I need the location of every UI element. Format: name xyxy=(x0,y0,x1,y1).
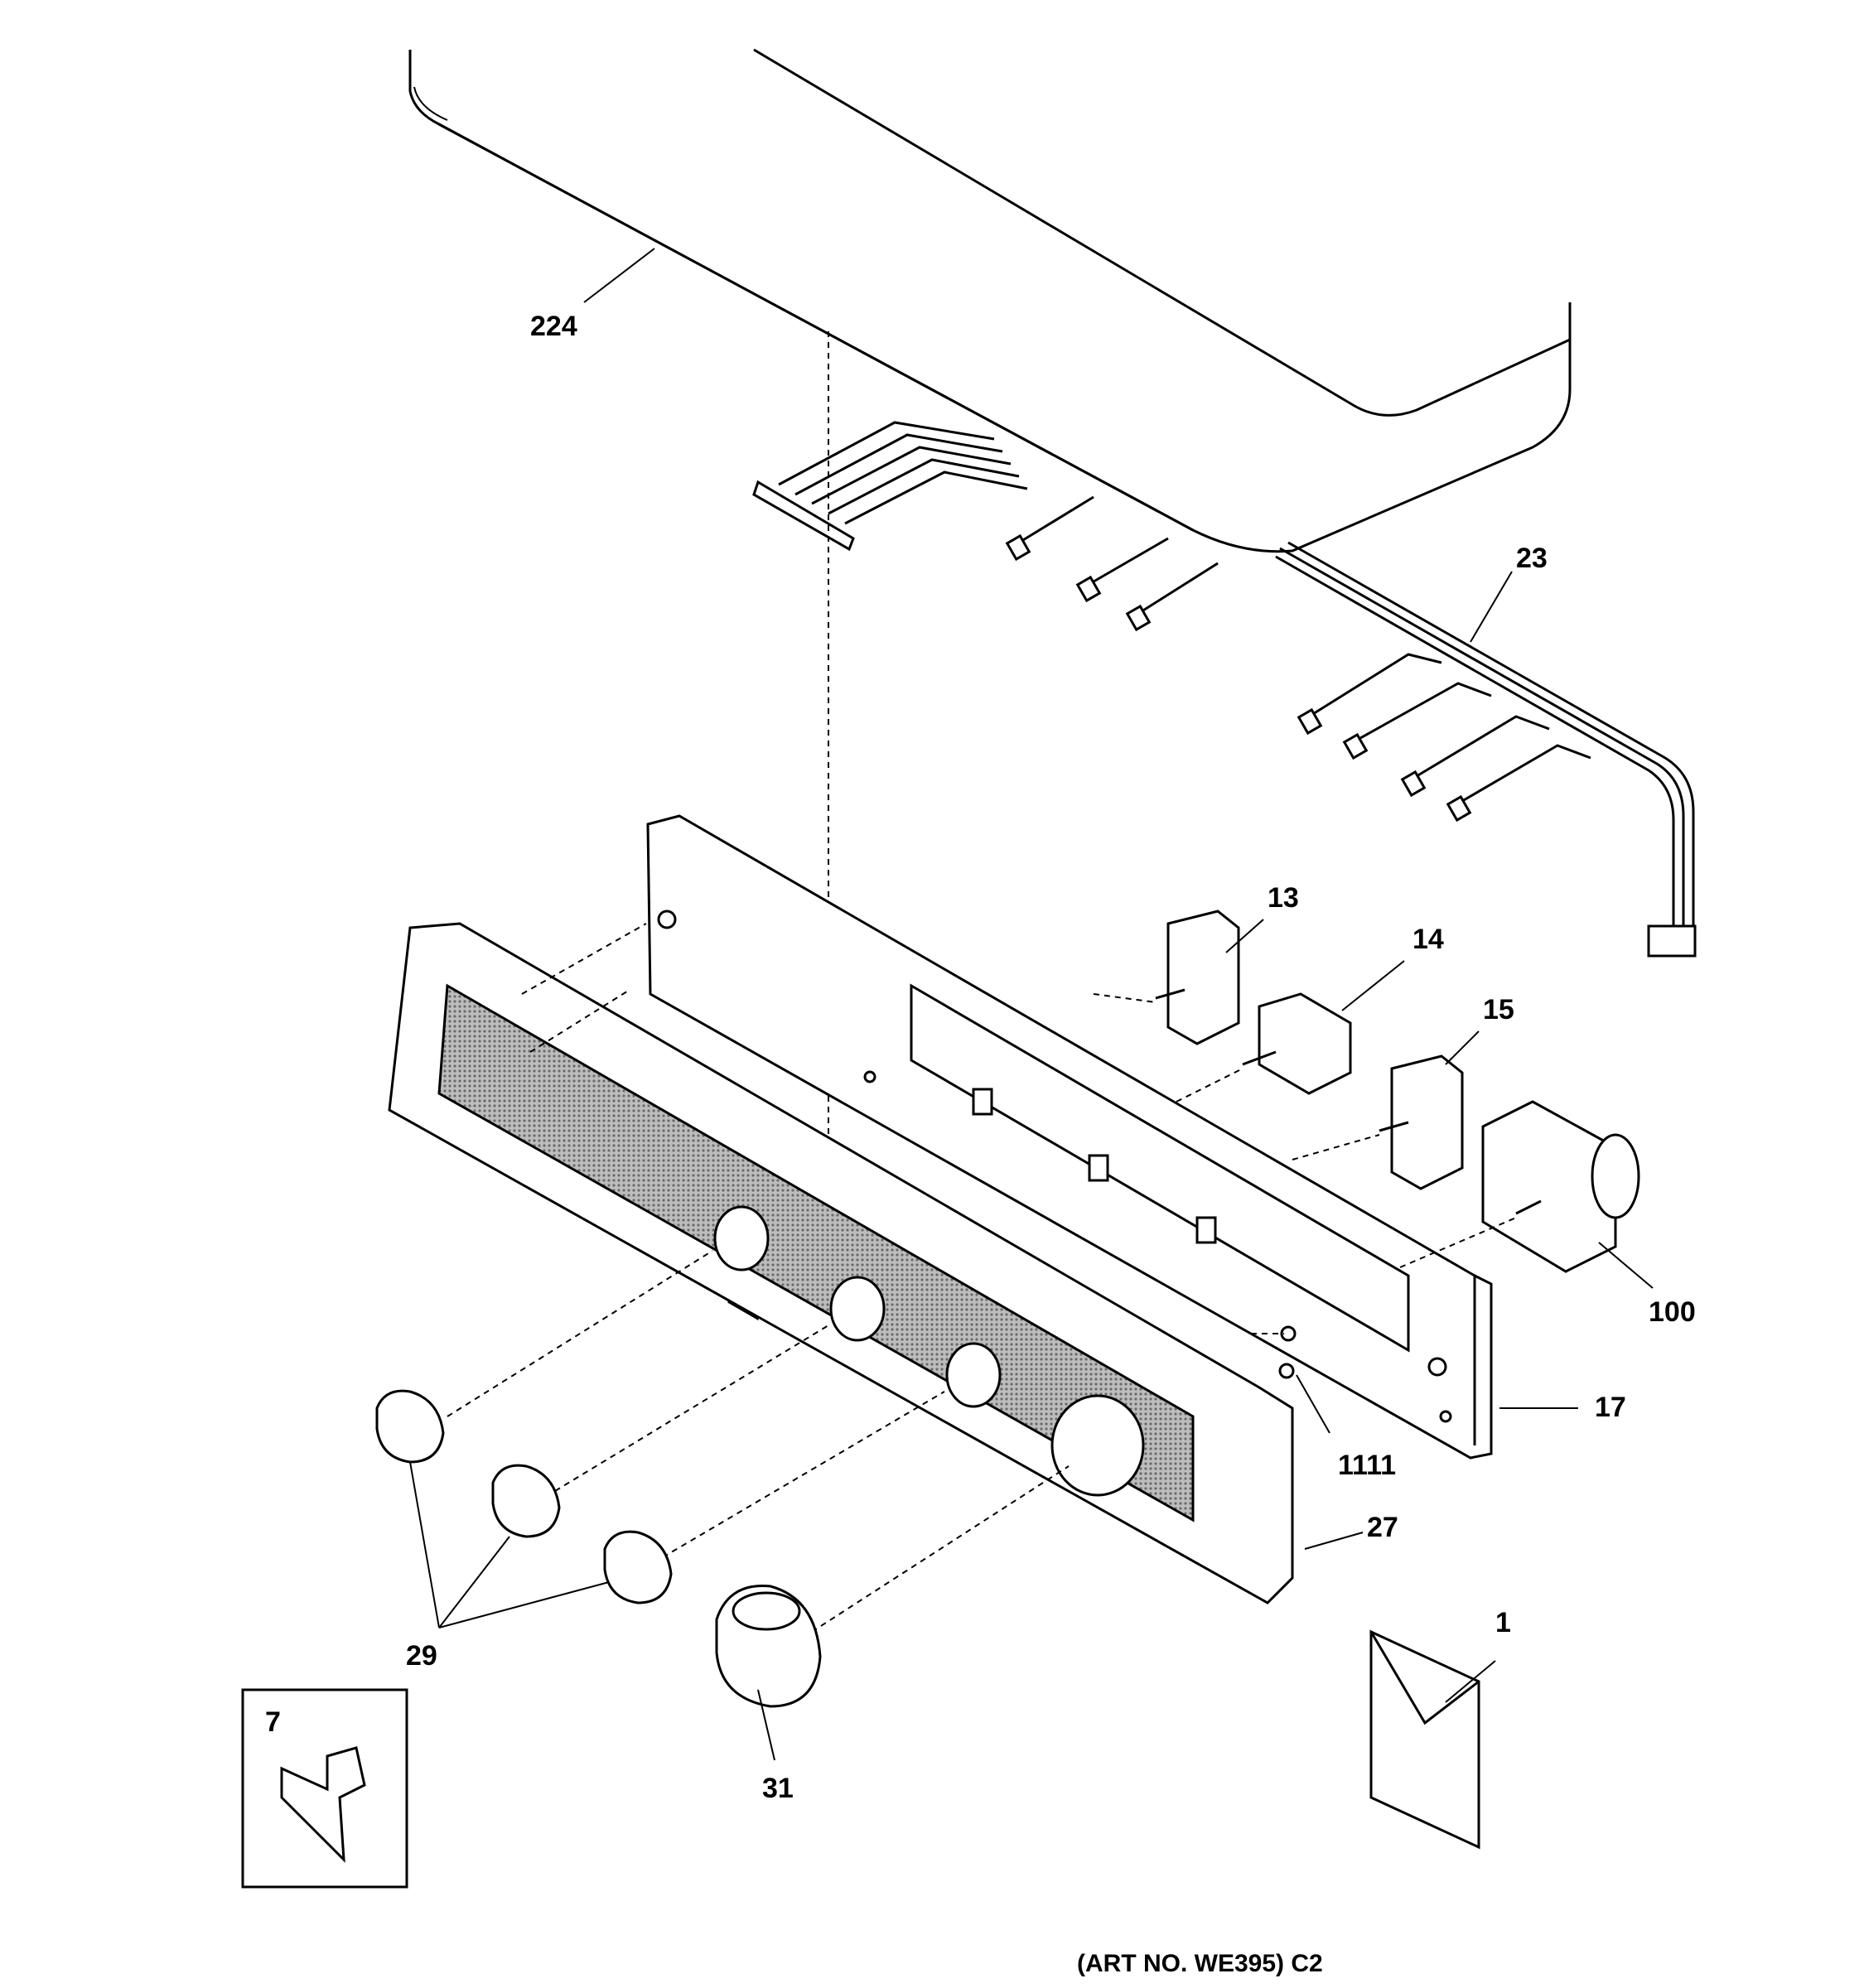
part-14-switch xyxy=(1242,992,1352,1095)
label-1: 1 xyxy=(1495,1607,1511,1638)
assembly-lines xyxy=(447,923,1517,1633)
label-1111: 1111 xyxy=(1338,1450,1396,1481)
part-13-switch xyxy=(1155,910,1240,1045)
leader-lines xyxy=(583,248,1654,1550)
callout-labels: 224 23 13 14 15 100 17 1111 27 29 31 1 7 xyxy=(265,311,1696,1804)
part-29-knobs xyxy=(375,1389,673,1629)
part-15-switch xyxy=(1379,1054,1464,1190)
label-15: 15 xyxy=(1483,994,1514,1025)
part-31-timer-knob xyxy=(715,1585,822,1761)
part-224-top-panel xyxy=(408,48,1572,553)
part-1111-screws xyxy=(1278,1325,1297,1379)
part-1-envelope xyxy=(1369,1629,1496,1850)
part-7-inset-box xyxy=(241,1688,408,1889)
lead-wires xyxy=(1005,495,1219,632)
part-100-timer xyxy=(1481,1100,1640,1273)
label-27: 27 xyxy=(1367,1512,1398,1543)
label-29: 29 xyxy=(406,1640,437,1672)
label-23: 23 xyxy=(1516,543,1548,574)
label-13: 13 xyxy=(1268,882,1299,914)
art-number-caption: (ART NO. WE395) C2 xyxy=(1077,1950,1323,1977)
label-31: 31 xyxy=(762,1773,794,1804)
label-7: 7 xyxy=(265,1706,281,1738)
label-17: 17 xyxy=(1595,1392,1626,1423)
label-100: 100 xyxy=(1649,1296,1696,1328)
part-23-wire-harness xyxy=(1275,541,1697,958)
part-17-control-panel xyxy=(646,814,1493,1460)
part-27-front-console xyxy=(388,922,1294,1604)
label-14: 14 xyxy=(1412,924,1444,955)
wire-harness-connector xyxy=(752,421,1028,552)
label-224: 224 xyxy=(530,311,577,342)
